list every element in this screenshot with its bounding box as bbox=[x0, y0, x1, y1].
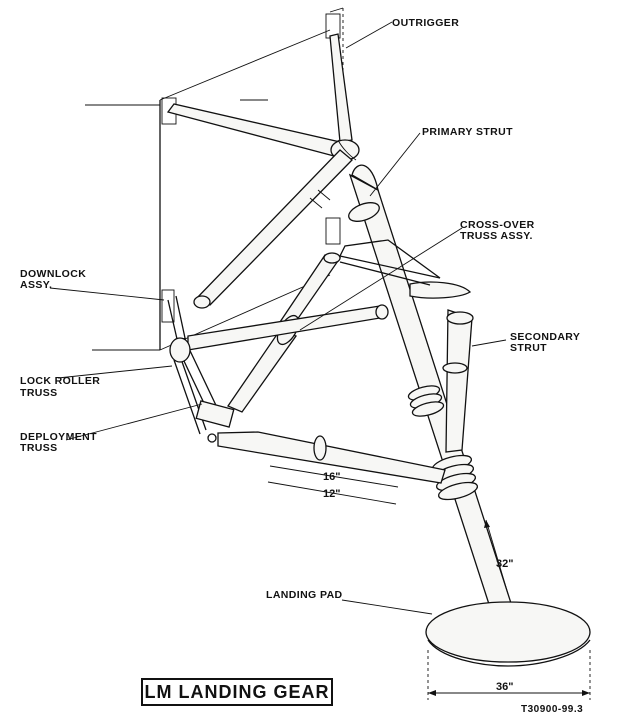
label-cross-over-line1: CROSS-OVER bbox=[460, 219, 535, 231]
label-lock-roller-line1: LOCK ROLLER bbox=[20, 375, 100, 387]
leader-lines bbox=[49, 21, 507, 615]
dimension-36-inch: 36" bbox=[496, 681, 513, 693]
label-secondary-line1: SECONDARY bbox=[510, 331, 580, 343]
label-deployment-line1: DEPLOYMENT bbox=[20, 431, 97, 443]
label-deployment-line2: TRUSS bbox=[20, 442, 58, 454]
landing-pad bbox=[425, 601, 591, 667]
dimension-16-inch: 16" bbox=[323, 471, 340, 483]
label-cross-over-line2: TRUSS ASSY. bbox=[460, 230, 533, 242]
label-outrigger: OUTRIGGER bbox=[392, 17, 459, 29]
dimension-32-inch: 32" bbox=[496, 558, 513, 570]
diagram-title: LM LANDING GEAR bbox=[144, 681, 330, 702]
dimension-lines bbox=[267, 465, 591, 700]
figure-number: T30900-99.3 bbox=[521, 704, 584, 715]
label-downlock-line1: DOWNLOCK bbox=[20, 268, 86, 280]
dimension-12-inch: 12" bbox=[323, 488, 340, 500]
cross-over-truss bbox=[277, 239, 441, 331]
title-box: LM LANDING GEAR bbox=[141, 678, 333, 706]
label-landing-pad: LANDING PAD bbox=[266, 589, 343, 601]
label-lock-roller-line2: TRUSS bbox=[20, 387, 58, 399]
secondary-strut bbox=[409, 281, 474, 453]
upper-diagonal-strut bbox=[193, 149, 353, 309]
label-primary-strut: PRIMARY STRUT bbox=[422, 126, 513, 138]
labels: OUTRIGGER PRIMARY STRUT CROSS-OVER TRUSS… bbox=[20, 17, 580, 601]
primary-strut bbox=[348, 164, 519, 643]
outrigger-assembly bbox=[166, 33, 360, 161]
downlock-and-trusses bbox=[167, 295, 235, 443]
dimension-labels: 16" 12" 32" 36" bbox=[323, 471, 513, 693]
lower-primary-strut bbox=[217, 431, 446, 484]
label-secondary-line2: STRUT bbox=[510, 342, 547, 354]
label-downlock-line2: ASSY. bbox=[20, 279, 52, 291]
